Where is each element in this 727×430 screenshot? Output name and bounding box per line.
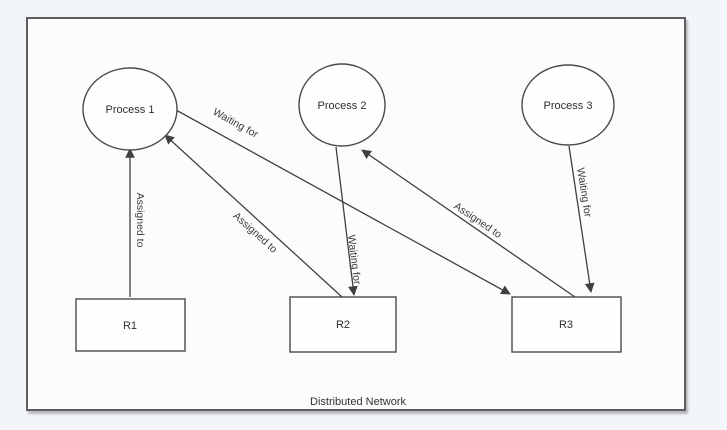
edge-r3-to-process2-label: Assigned to — [452, 200, 504, 241]
node-process-2: Process 2 — [298, 63, 386, 147]
edge-r2-to-process1-line — [164, 134, 343, 298]
process-3-label: Process 3 — [544, 100, 593, 112]
node-r1: R1 — [75, 298, 186, 352]
node-r2: R2 — [289, 296, 397, 353]
diagram-canvas: Assigned to Assigned to Waiting for Wait… — [26, 17, 686, 411]
edge-process2-to-r2: Waiting for — [335, 146, 363, 296]
r2-rect — [289, 296, 397, 353]
process-2-circle — [298, 63, 386, 147]
process-1-label: Process 1 — [106, 104, 155, 116]
edge-process2-to-r2-line — [335, 146, 358, 296]
r1-rect — [75, 298, 186, 352]
edge-process1-to-r3-label: Waiting for — [211, 106, 261, 141]
node-process-3: Process 3 — [521, 64, 615, 146]
process-2-label: Process 2 — [318, 100, 367, 112]
diagram-caption: Distributed Network — [310, 396, 406, 408]
edge-process3-to-r3: Waiting for — [568, 145, 595, 293]
edge-r3-to-process2: Assigned to — [361, 149, 576, 298]
edge-r1-to-process1-label: Assigned to — [134, 193, 146, 248]
node-r3: R3 — [511, 296, 622, 353]
r3-label: R3 — [559, 319, 573, 331]
process-1-circle — [82, 67, 178, 151]
edge-process2-to-r2-label: Waiting for — [345, 234, 363, 285]
edge-r3-to-process2-line — [361, 149, 576, 298]
edge-r1-to-process1: Assigned to — [125, 148, 146, 297]
r2-label: R2 — [336, 319, 350, 331]
process-3-circle — [521, 64, 615, 146]
edge-process3-to-r3-label: Waiting for — [574, 167, 594, 219]
resource-allocation-graph: Assigned to Assigned to Waiting for Wait… — [75, 63, 622, 408]
edge-process3-to-r3-line — [568, 145, 595, 293]
edge-r2-to-process1: Assigned to — [164, 134, 343, 298]
r1-label: R1 — [123, 320, 137, 332]
r3-rect — [511, 296, 622, 353]
node-process-1: Process 1 — [82, 67, 178, 151]
